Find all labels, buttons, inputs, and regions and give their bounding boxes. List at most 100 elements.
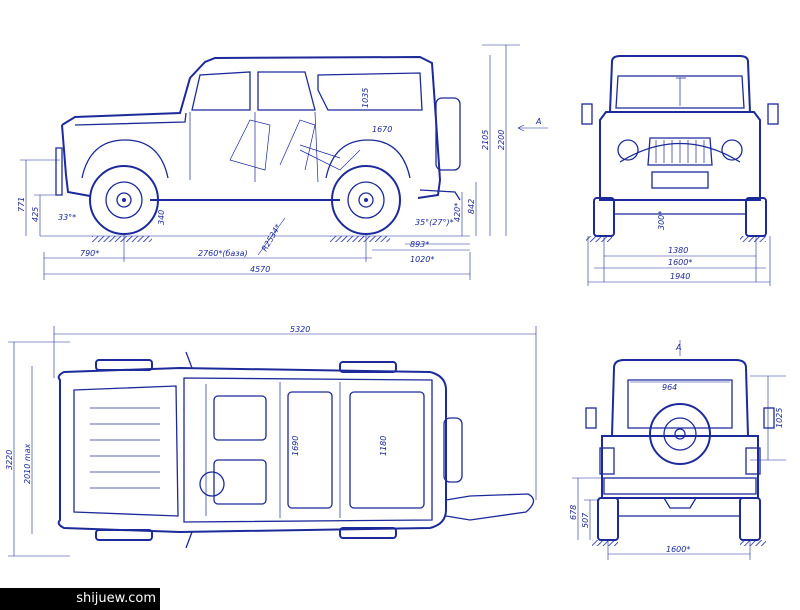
dim-rear-roof-height: 1025 [775,408,784,428]
dim-front-track: 1380 [668,246,688,255]
seat-front-left [213,395,267,441]
dim-belly: 340 [157,210,166,225]
front-plate [651,171,709,189]
rear-mirror-left [585,407,597,429]
watermark-label: shijuew.com [0,588,160,610]
bull-bar [619,142,741,163]
rear-light-left [599,447,615,475]
grille [647,137,713,166]
rear-light-right [745,447,761,475]
top-dim-horizontal [53,326,537,500]
interior-lines [299,144,361,171]
rear-side-window [317,72,423,111]
top-wheel-rr [339,527,397,539]
dim-front-overall-width: 1940 [670,272,690,281]
headlight-left [617,139,639,161]
dim-front-overhang: 790* [80,249,99,258]
dim-rear-track: 1600* [666,545,690,554]
dim-front-clearance: 300* [657,211,666,230]
rear-height-dim [750,375,786,461]
front-windshield [615,75,745,109]
top-view: 5320 3220 2010 max 1690 1180 [5,325,537,557]
side-dim-lines [43,234,471,280]
rear-wheel [331,165,401,235]
view-a-label-rear: A [675,343,681,352]
front-body [599,111,761,201]
rear-ground-hatch-left [592,540,618,546]
view-a-label-side: A [535,117,541,126]
mirror-right [767,103,779,125]
rear-mirror-right [763,407,775,429]
dim-top-overall-width: 3220 [5,450,14,470]
seat-outlines [229,119,316,171]
mirror-left [581,103,593,125]
view-a-arrow [517,124,548,132]
dim-front-axle-track: 1600* [668,258,692,267]
front-view-wheel-left [593,197,615,237]
dim-top-seat-b: 1180 [379,436,388,456]
dim-rear-bumper-height: 678 [569,505,578,520]
front-ground-hatch-right [740,236,766,242]
cargo-area [349,391,425,509]
top-dim-vertical [8,341,70,557]
door-window [257,71,316,111]
dim-rear-overhang: 1020* [410,255,434,264]
dim-turn-radius: R2534* [260,223,283,253]
dim-top-seat-a: 1690 [291,436,300,456]
front-bumper [55,147,63,196]
rear-fender-arch [325,139,411,179]
dim-departure-angle: 35°(27°)* [415,218,454,227]
front-view-wheel-right [745,197,767,237]
rear-window [627,379,733,429]
top-wheel-fl [95,359,153,371]
front-fender-arch [81,139,169,179]
rear-bumper [603,477,757,495]
hood-ribs [90,407,160,489]
dim-rear-mount: 893* [410,240,429,249]
headlight-right [721,139,743,161]
front-view: 1380 1600* 1940 300* [581,55,779,286]
front-dim-lines [587,236,771,286]
top-body-outline [57,366,447,534]
dim-overall-length: 4570 [250,265,270,274]
top-tow-bar [445,493,535,521]
rear-view-wheel-left [597,497,619,541]
dim-interior-length: 1670 [372,125,392,134]
ground-hatch-front [92,236,152,242]
top-wheel-fr [95,529,153,541]
windshield-divider [676,77,686,106]
front-ground-hatch-left [586,236,612,242]
dim-height-2: 2200 [497,130,506,150]
rear-view: A 964 1025 678 507 1600* [569,340,786,560]
dim-approach-angle: 33°* [58,213,76,222]
rear-spare-tire [649,403,711,465]
top-wheel-rl [339,361,397,373]
top-mirrors [185,351,193,549]
rear-hitch [662,497,698,509]
top-hood [73,385,179,517]
cabin-dividers [205,382,341,518]
rear-body [601,435,759,499]
side-view: 790* 2760*(база) 1020* 893* 4570 771 425… [17,44,548,280]
windshield-window [191,71,251,111]
rear-view-wheel-right [739,497,761,541]
dim-rear-hitch-height: 507 [581,512,590,528]
dim-wheelbase: 2760*(база) [198,249,248,258]
rear-cab [610,359,750,437]
spare-wheel [435,97,461,171]
grille-slats [655,140,705,163]
seat-front-right [213,459,267,505]
dim-rear-bumper-height: 842 [467,199,476,214]
tow-hitch [419,189,461,201]
rear-ground-hatch-right [740,540,766,546]
front-wheel [89,165,159,235]
seat-middle-bench [287,391,333,509]
side-left-vdims [20,159,62,236]
top-cabin [183,377,433,523]
top-spare-wheel [443,417,463,483]
dim-front-height: 771 [17,197,26,212]
dim-top-overall-length: 5320 [290,325,310,334]
dim-height-1: 2105 [481,130,490,150]
rear-left-vdims [572,477,604,540]
dim-interior-height: 1035 [361,88,370,108]
